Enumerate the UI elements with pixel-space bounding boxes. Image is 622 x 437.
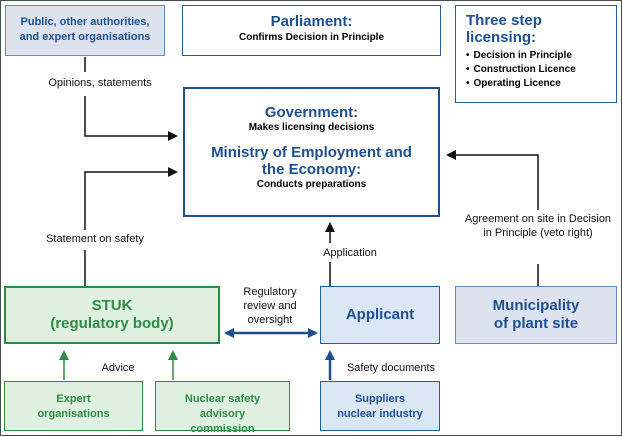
ministry-subtitle: Conducts preparations bbox=[256, 179, 367, 190]
government-subtitle: Makes licensing decisions bbox=[248, 122, 375, 133]
suppliers-line1: Suppliers bbox=[354, 393, 406, 405]
government-title: Government: bbox=[264, 104, 359, 121]
step-item: Operating Licence bbox=[466, 77, 616, 91]
parliament-subtitle: Confirms Decision in Principle bbox=[238, 32, 385, 43]
label-opinions: Opinions, statements bbox=[30, 76, 170, 90]
suppliers-box: Suppliers nuclear industry bbox=[320, 381, 440, 431]
authorities-box: Public, other authorities, and expert or… bbox=[5, 5, 165, 56]
municipality-line2: of plant site bbox=[493, 315, 579, 332]
parliament-title: Parliament: bbox=[270, 13, 353, 30]
step-item: Construction Licence bbox=[466, 63, 616, 77]
stuk-name: STUK bbox=[91, 297, 133, 314]
label-agreement: Agreement on site in Decision in Princip… bbox=[464, 213, 612, 239]
ministry-title: Ministry of Employment and the Economy: bbox=[211, 144, 412, 178]
step-item: Decision in Principle bbox=[466, 49, 616, 63]
stuk-role: (regulatory body) bbox=[50, 315, 174, 332]
municipality-box: Municipality of plant site bbox=[455, 286, 617, 344]
nuclear-commission-label: Nuclear safety advisory commission bbox=[184, 393, 261, 435]
label-statement-safety: Statement on safety bbox=[46, 233, 144, 245]
arrow-opinions bbox=[84, 96, 178, 141]
suppliers-line2: nuclear industry bbox=[337, 408, 423, 420]
stuk-box: STUK (regulatory body) bbox=[4, 286, 220, 344]
nuclear-commission-box: Nuclear safety advisory commission bbox=[155, 381, 290, 435]
municipality-line1: Municipality bbox=[492, 297, 580, 314]
label-regulatory: Regulatory review and oversight bbox=[243, 286, 297, 326]
arrow-agreement-upper bbox=[446, 150, 539, 210]
three-step-title: Three step licensing: bbox=[466, 12, 542, 46]
expert-box: Expert organisations bbox=[4, 381, 143, 431]
applicant-box: Applicant bbox=[320, 286, 440, 344]
label-safety-documents: Safety documents bbox=[346, 362, 436, 374]
applicant-label: Applicant bbox=[345, 306, 415, 323]
label-application: Application bbox=[323, 247, 377, 259]
expert-label: Expert organisations bbox=[37, 393, 110, 420]
government-box: Government: Makes licensing decisions Mi… bbox=[183, 87, 440, 217]
three-step-box: Three step licensing: Decision in Princi… bbox=[455, 5, 617, 103]
parliament-box: Parliament: Confirms Decision in Princip… bbox=[182, 5, 441, 56]
arrow-statement-safety-upper bbox=[84, 167, 178, 230]
authorities-label: Public, other authorities, and expert or… bbox=[19, 16, 151, 43]
three-step-list: Decision in Principle Construction Licen… bbox=[466, 49, 616, 91]
label-advice: Advice bbox=[101, 362, 135, 374]
